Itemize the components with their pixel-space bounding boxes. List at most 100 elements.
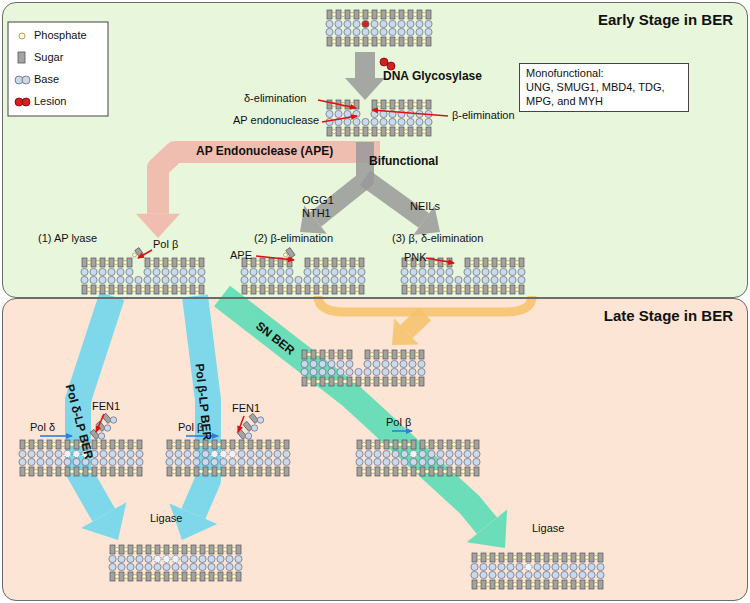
phosphate — [404, 13, 408, 17]
phosphate — [379, 353, 383, 357]
base — [283, 458, 290, 465]
base — [331, 268, 338, 275]
sugar — [411, 440, 416, 449]
arrow-shaft — [406, 314, 425, 331]
base — [570, 571, 577, 578]
base — [410, 458, 417, 465]
base — [241, 276, 248, 283]
base — [518, 268, 525, 275]
phosphate — [274, 261, 278, 265]
base — [64, 458, 71, 465]
sugar — [92, 467, 97, 476]
sugar — [381, 100, 386, 109]
phosphate — [379, 380, 383, 384]
base — [268, 276, 275, 283]
sugar — [562, 580, 567, 589]
stage-heading: Early Stage in BER — [598, 11, 733, 28]
sugar — [127, 258, 132, 267]
base — [319, 360, 326, 367]
base — [337, 368, 344, 375]
sugar — [465, 440, 470, 449]
step-label: Bifunctional — [369, 155, 438, 169]
sugar — [305, 285, 310, 294]
base — [588, 563, 595, 570]
phosphate — [43, 443, 47, 447]
sugar — [347, 377, 352, 386]
sugar — [137, 440, 142, 449]
box-heading: Monofunctional: — [526, 67, 682, 81]
sugar — [128, 572, 133, 581]
sugar — [535, 580, 540, 589]
phosphate — [386, 13, 390, 17]
phosphate — [371, 443, 375, 447]
phosphate — [416, 470, 420, 474]
dna-duplex — [401, 258, 525, 294]
phosphate — [413, 103, 417, 107]
phosphate — [585, 583, 589, 587]
sugar — [191, 572, 196, 581]
base — [374, 450, 381, 457]
sugar — [332, 258, 337, 267]
sugar — [110, 467, 115, 476]
base — [418, 368, 425, 375]
sugar — [589, 580, 594, 589]
phosphate — [506, 288, 510, 292]
sugar — [110, 572, 115, 581]
sugar — [329, 350, 334, 359]
base — [190, 563, 197, 570]
base — [81, 268, 88, 275]
base — [28, 450, 35, 457]
phosphate — [388, 380, 392, 384]
sugar — [314, 258, 319, 267]
sugar — [589, 553, 594, 562]
sugar — [218, 545, 223, 554]
base — [211, 458, 218, 465]
legend-text: Sugar — [34, 51, 63, 63]
sugar — [221, 440, 226, 449]
sugar — [341, 258, 346, 267]
base — [55, 458, 62, 465]
base — [19, 450, 26, 457]
sugar — [438, 258, 443, 267]
base — [382, 360, 389, 367]
base — [425, 28, 432, 35]
sugar — [401, 377, 406, 386]
phosphate — [461, 470, 465, 474]
sugar — [155, 572, 160, 581]
base — [509, 276, 516, 283]
base — [220, 458, 227, 465]
base — [579, 563, 586, 570]
sugar — [164, 572, 169, 581]
sugar — [359, 285, 364, 294]
phosphate — [181, 443, 185, 447]
base — [163, 555, 170, 562]
phosphate — [133, 470, 137, 474]
phosphate — [350, 103, 354, 107]
pointer-arrow — [138, 250, 152, 258]
phosphate — [190, 443, 194, 447]
base — [181, 555, 188, 562]
phosphate — [253, 470, 257, 474]
phosphate — [343, 353, 347, 357]
base — [383, 458, 390, 465]
sugar — [251, 285, 256, 294]
phosphate — [398, 470, 402, 474]
sugar — [248, 440, 253, 449]
base — [597, 563, 604, 570]
sugar — [47, 440, 52, 449]
sugar — [383, 377, 388, 386]
sugar — [209, 545, 214, 554]
dna-duplex — [356, 440, 480, 476]
phosphate — [177, 261, 181, 265]
phosphate — [265, 288, 269, 292]
base — [401, 458, 408, 465]
lesion — [362, 20, 369, 27]
base — [99, 276, 106, 283]
sugar — [323, 285, 328, 294]
base — [349, 276, 356, 283]
base — [473, 276, 480, 283]
base — [597, 571, 604, 578]
phosphate — [187, 548, 191, 552]
base — [407, 20, 414, 27]
phosphate — [70, 443, 74, 447]
